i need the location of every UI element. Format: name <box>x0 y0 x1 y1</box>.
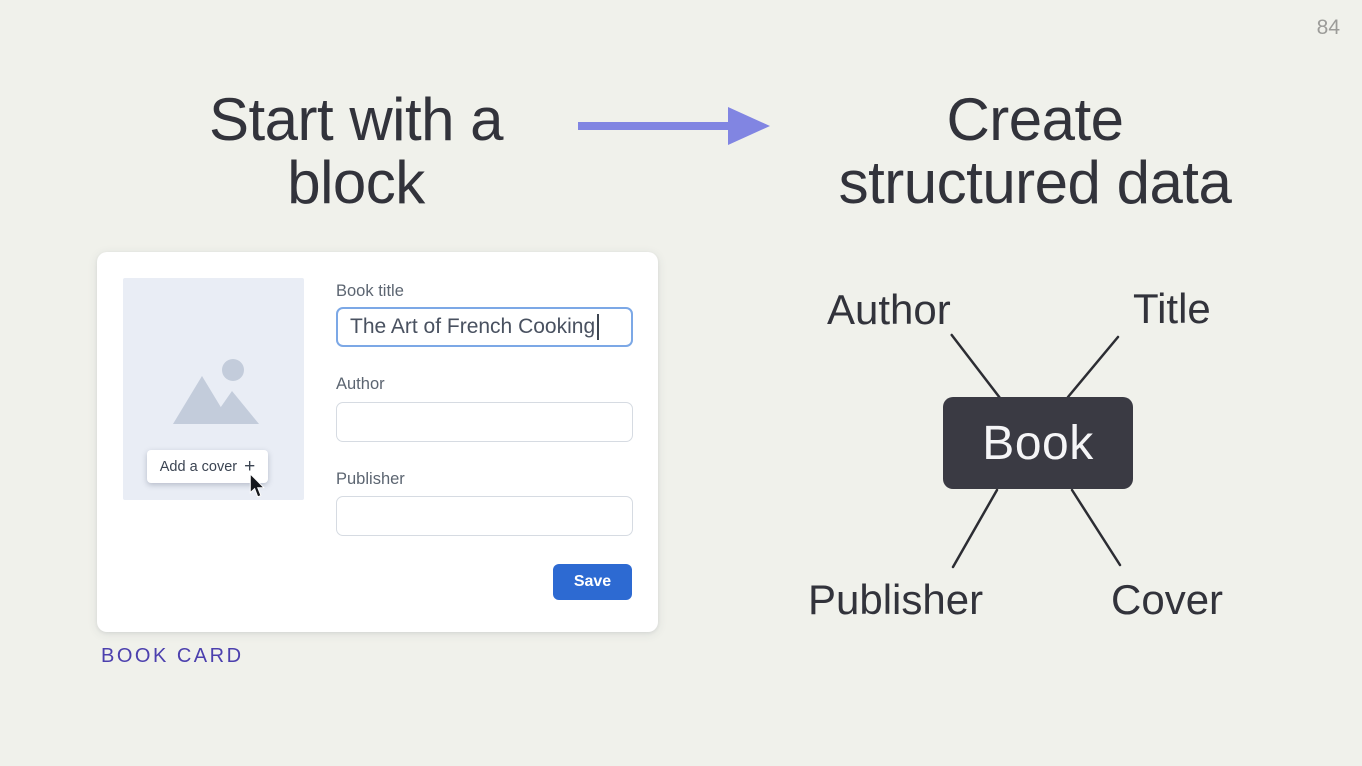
image-placeholder-icon <box>173 359 259 424</box>
left-heading: Start with a block <box>101 88 611 214</box>
author-input[interactable] <box>336 402 633 442</box>
right-heading: Create structured data <box>785 88 1285 214</box>
property-label-cover: Cover <box>1111 576 1224 623</box>
book-title-label: Book title <box>336 282 404 300</box>
structured-data-diagram: Author Title Book Publisher Cover <box>780 260 1270 640</box>
text-caret <box>597 314 600 340</box>
publisher-input[interactable] <box>336 496 633 536</box>
page-number: 84 <box>1316 16 1340 39</box>
book-title-value: The Art of French Cooking <box>350 315 596 338</box>
book-node[interactable]: Book <box>943 397 1133 489</box>
connector-lines <box>950 333 1122 569</box>
add-cover-label: Add a cover <box>159 458 238 475</box>
publisher-label: Publisher <box>336 470 405 488</box>
add-cover-button[interactable]: Add a cover + <box>147 450 268 483</box>
right-heading-line1: Create <box>946 86 1124 153</box>
book-title-input[interactable]: The Art of French Cooking <box>336 307 633 347</box>
connector-line-author <box>950 333 1002 400</box>
left-heading-line2: block <box>287 149 425 216</box>
right-heading-line2: structured data <box>838 149 1232 216</box>
property-label-publisher: Publisher <box>808 576 984 623</box>
book-card: Add a cover + Book title The Art of Fren… <box>97 252 658 632</box>
property-label-title: Title <box>1133 285 1211 332</box>
plus-icon: + <box>244 456 256 477</box>
connector-line-cover <box>1070 488 1122 567</box>
property-label-author: Author <box>827 286 951 333</box>
connector-line-publisher <box>951 488 999 569</box>
mouse-cursor-icon <box>249 474 266 498</box>
save-button[interactable]: Save <box>553 564 632 600</box>
author-label: Author <box>336 375 385 393</box>
left-heading-line1: Start with a <box>208 86 504 153</box>
connector-line-title <box>1066 335 1120 399</box>
cover-placeholder[interactable]: Add a cover + <box>123 278 304 500</box>
book-card-caption: BOOK CARD <box>101 645 244 667</box>
arrow-right-icon <box>578 107 770 145</box>
